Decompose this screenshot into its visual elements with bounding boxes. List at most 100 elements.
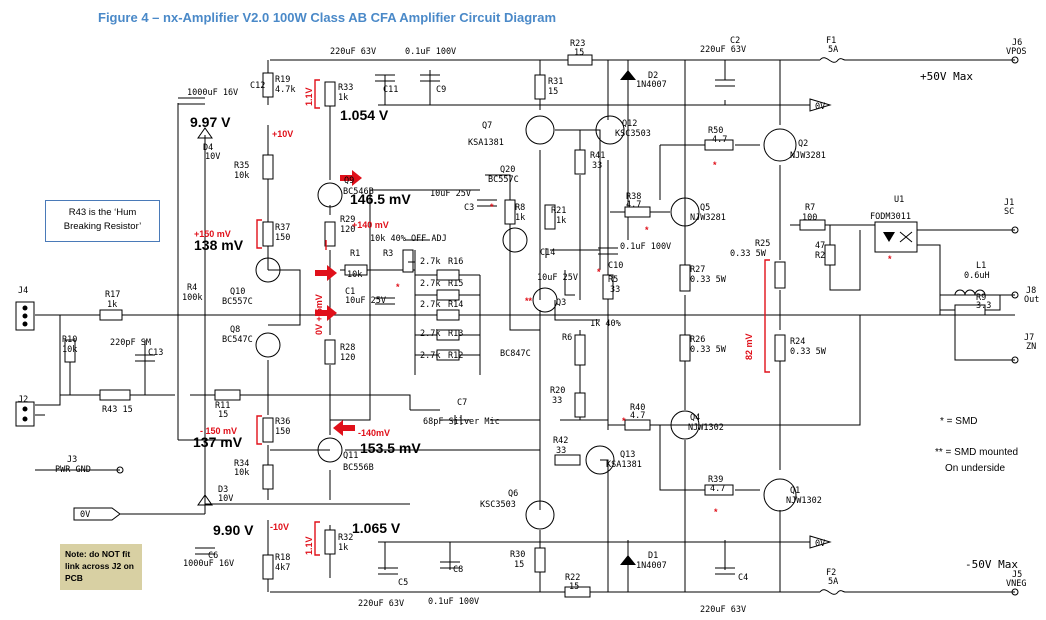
q10-body: [255, 257, 281, 283]
c4-plates: [715, 567, 735, 575]
label-j8: J8: [1026, 286, 1036, 296]
figure-title: Figure 4 – nx-Amplifier V2.0 100W Class …: [98, 10, 556, 25]
voltage-138: 138 mV: [194, 237, 244, 253]
label-r11: R11: [215, 401, 230, 411]
label-l1: L1: [976, 261, 986, 271]
r2-body: [824, 244, 836, 266]
r7-body: [799, 219, 826, 231]
legend-smd: * = SMD: [940, 416, 978, 427]
label-r41-value: 33: [592, 161, 602, 171]
label-r37: R37: [275, 223, 290, 233]
label-r9-value: 3.3: [976, 301, 991, 311]
label-r2-value: 47: [815, 241, 825, 251]
label-r6: R6: [562, 333, 572, 343]
r17-body: [99, 309, 123, 321]
label-r9: R9: [976, 293, 986, 303]
label-f1-value: 5A: [828, 45, 838, 55]
label-q6-value: KSC3503: [480, 500, 516, 510]
label-r28: R28: [340, 343, 355, 353]
d3-body: [197, 494, 213, 506]
c3-plates: [477, 199, 497, 207]
label-r27-value: 0.33 5W: [690, 275, 727, 285]
r1-body: [344, 264, 368, 276]
label-f2-value: 5A: [828, 577, 838, 587]
arrow-q9: [340, 170, 362, 186]
label-r31-value: 15: [548, 87, 558, 97]
label-r24: R24: [790, 337, 805, 347]
smd-under-q3: **: [525, 296, 533, 306]
label-f2: F2: [826, 568, 836, 578]
c5-plates: [378, 567, 398, 575]
label-c7-value: 68pF Silver Mic: [423, 417, 500, 427]
label-d1: D1: [648, 551, 658, 561]
label-d1-value: 1N4007: [636, 561, 667, 571]
label-r42: R42: [553, 436, 568, 446]
j6-terminal: [1011, 56, 1019, 64]
c10-plates: [598, 247, 618, 255]
r32-body: [324, 529, 336, 555]
c14-plates: [539, 248, 547, 258]
label-r29: R29: [340, 215, 355, 225]
r8-body: [504, 199, 516, 225]
label-q9: Q9: [344, 176, 354, 186]
label-r30-value: 15: [514, 560, 524, 570]
r24-body: [774, 334, 786, 362]
label-q20-value: BC557C: [488, 175, 519, 185]
label-j7: J7: [1024, 333, 1034, 343]
arrow-mid: [315, 305, 337, 321]
label-r37-value: 150: [275, 233, 290, 243]
smd-c3: *: [490, 202, 494, 212]
smd-c10: *: [597, 267, 601, 277]
zero-left-flag: [73, 507, 121, 521]
r25-body: [774, 261, 786, 289]
label-j8-value: Out: [1024, 295, 1039, 305]
label-r20-value: 33: [552, 396, 562, 406]
c1-plates: [375, 297, 395, 305]
r31-body: [534, 74, 546, 100]
label-r22-value: 15: [569, 582, 579, 592]
label-r16-value: 2.7k: [420, 257, 440, 267]
label-c9: C9: [436, 85, 446, 95]
j5-terminal: [1011, 588, 1019, 596]
label-r21: R21: [551, 206, 566, 216]
red-m10: -10V: [270, 522, 289, 532]
r22-body: [564, 586, 591, 598]
r3-body: [402, 249, 414, 273]
label-r19: R19: [275, 75, 290, 85]
label-q5: Q5: [700, 203, 710, 213]
d1-body: [620, 555, 636, 565]
label-r43: R43 15: [102, 405, 133, 415]
label-r30: R30: [510, 550, 525, 560]
r19-body: [262, 72, 274, 98]
labels: C12 1000uF 16V R19 4.7k R33 1k 220uF 63V…: [18, 36, 1039, 615]
r42-body: [554, 454, 581, 466]
label-r36: R36: [275, 417, 290, 427]
bracket-r32: [314, 521, 320, 556]
label-f1: F1: [826, 36, 836, 46]
q7-body: [525, 115, 555, 145]
label-c3-value: 10uF 25V: [430, 189, 471, 199]
components: [15, 54, 1019, 598]
label-q6: Q6: [508, 489, 518, 499]
c7-plates: [454, 415, 462, 425]
r36-body: [262, 417, 274, 443]
bracket-r33: [314, 79, 320, 109]
label-r33: R33: [338, 83, 353, 93]
label-zero-top: 0V: [815, 102, 825, 112]
j3-terminal: [116, 466, 124, 474]
hum-breaking-callout: R43 is the ‘Hum Breaking Resistor’: [45, 200, 160, 242]
label-q8-value: BC547C: [222, 335, 253, 345]
label-r6-value: 1k 40%: [590, 319, 621, 329]
label-q8: Q8: [230, 325, 240, 335]
label-r21-value: 1k: [556, 216, 566, 226]
label-r24-value: 0.33 5W: [790, 347, 827, 357]
label-r19-value: 4.7k: [275, 85, 295, 95]
label-r33-value: 1k: [338, 93, 348, 103]
pcb-note: Note: do NOT fit link across J2 on PCB: [60, 544, 142, 590]
label-q11: Q11: [343, 451, 358, 461]
label-c12-value: 1000uF 16V: [187, 88, 238, 98]
c9-plates: [420, 74, 440, 82]
label-c3: C3: [464, 203, 474, 213]
label-c9-value: 0.1uF 100V: [405, 47, 456, 57]
bracket-r25-r24: [764, 259, 770, 373]
